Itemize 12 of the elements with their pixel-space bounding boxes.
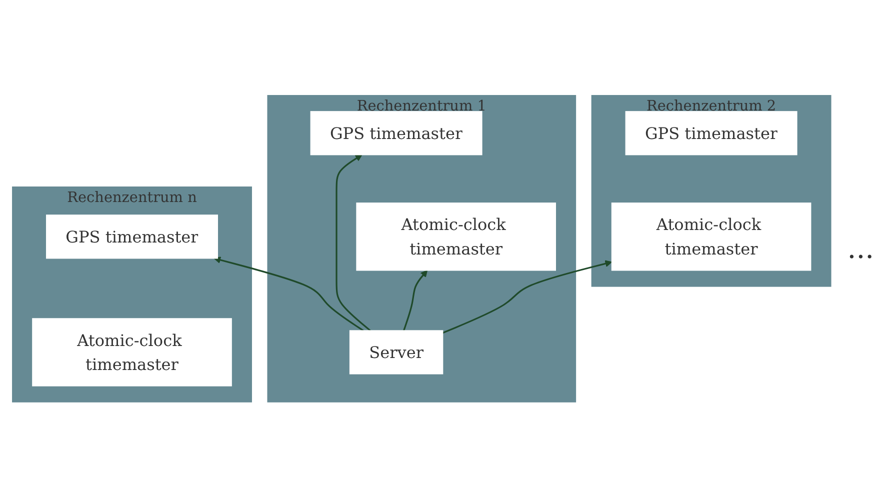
node-box: Atomic-clock timemaster (611, 202, 812, 271)
node-box: Atomic-clock timemaster (32, 318, 232, 386)
node-box: Server (349, 330, 444, 374)
node-box: GPS timemaster (46, 214, 218, 259)
node-box: GPS timemaster (310, 110, 482, 155)
arrow (336, 154, 371, 331)
arrow (403, 270, 428, 331)
arrow (442, 260, 612, 334)
node-box: GPS timemaster (625, 110, 798, 155)
node-box: Atomic-clock timemaster (356, 202, 556, 271)
arrow (214, 256, 364, 332)
ellipsis-text: ... (847, 232, 874, 265)
